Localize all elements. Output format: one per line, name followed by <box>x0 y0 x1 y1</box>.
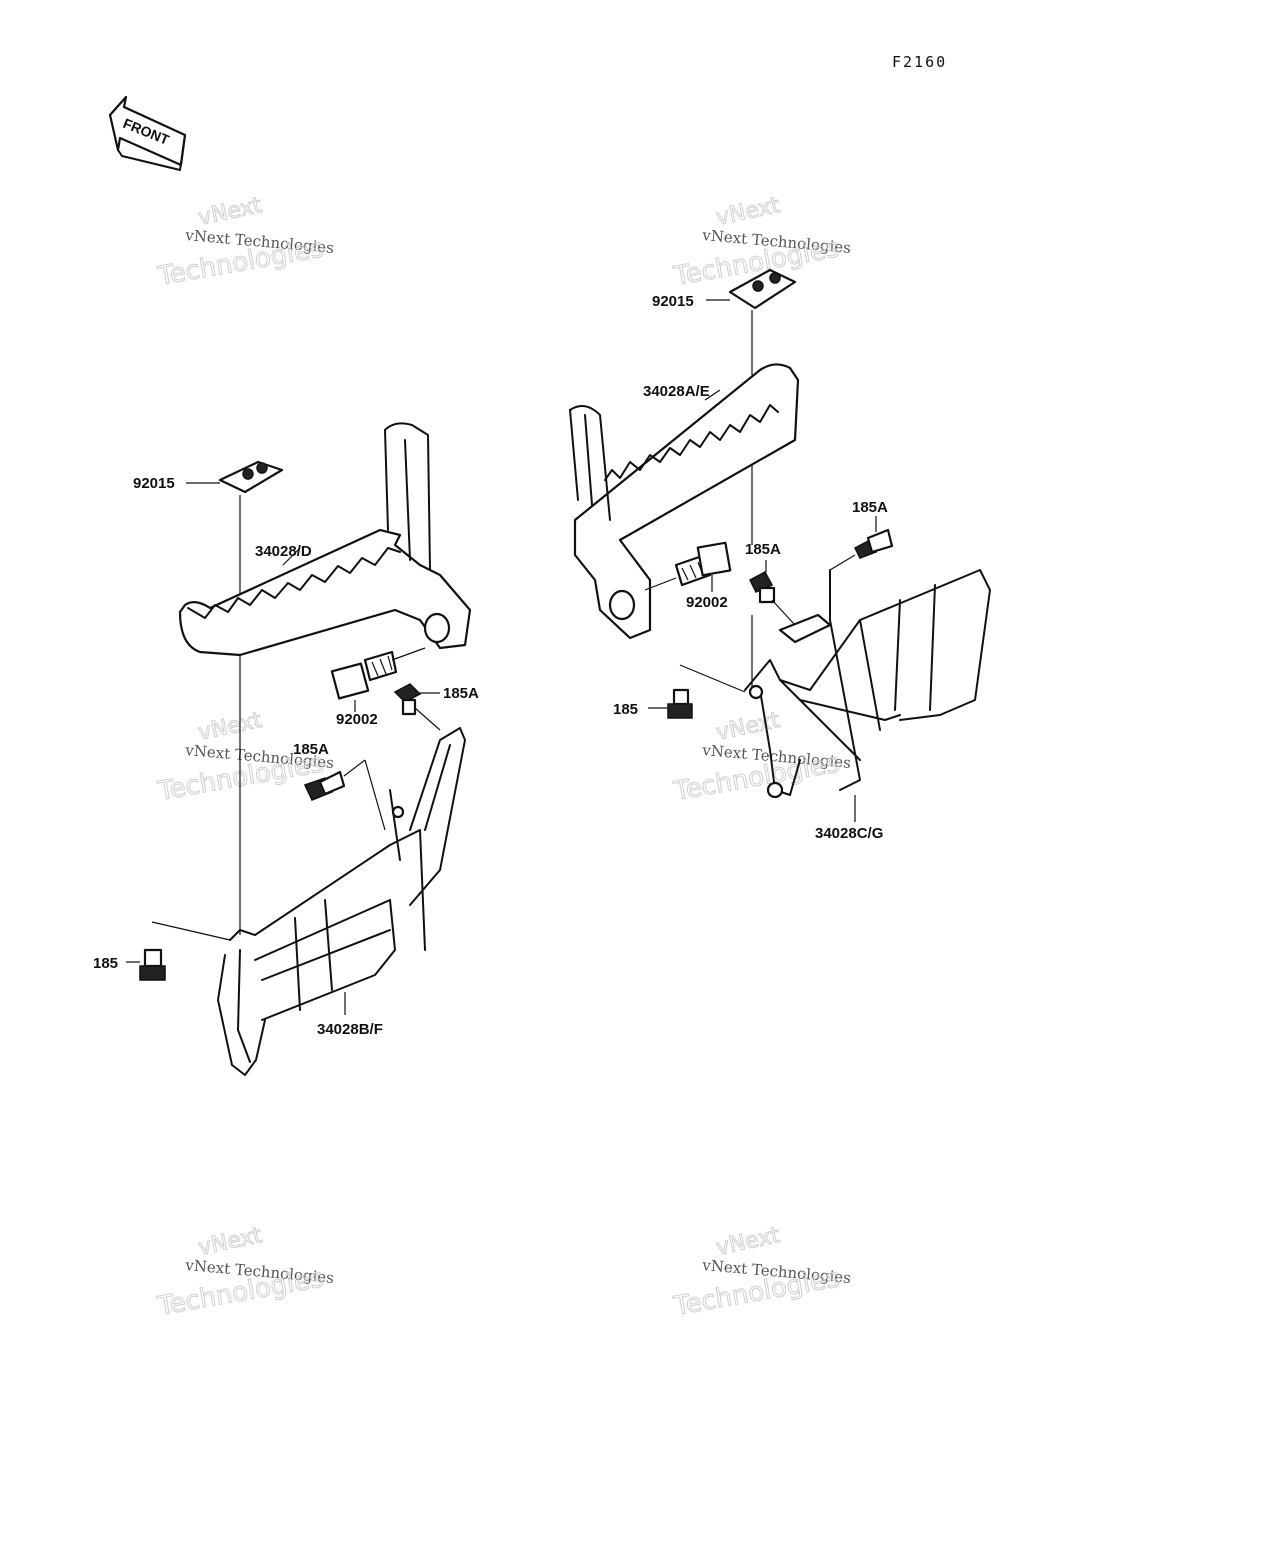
right-label-pad: 92015 <box>652 293 694 310</box>
watermark-mid-right: vNext vNext Technologies Technologies <box>671 707 852 807</box>
right-label-bolt-upper: 185A <box>852 499 888 516</box>
right-label-footpeg: 34028A/E <box>643 383 710 400</box>
svg-text:vNext: vNext <box>714 1223 782 1261</box>
left-label-bolt-side: 185 <box>93 955 118 972</box>
svg-text:vNext: vNext <box>196 708 264 746</box>
left-label-pad: 92015 <box>133 475 175 492</box>
right-bolt-92002 <box>644 541 732 592</box>
svg-text:vNext: vNext <box>196 193 264 231</box>
svg-text:vNext: vNext <box>714 708 782 746</box>
right-assembly: 92015 34028A/E 92002 185A 185A 185 34028… <box>569 268 991 842</box>
left-label-bolt-main: 92002 <box>336 711 378 728</box>
right-guard <box>744 569 991 822</box>
left-label-bolt-upper: 185A <box>443 685 479 702</box>
left-bolt-185a-upper <box>393 683 441 731</box>
left-bolt-185 <box>126 921 231 981</box>
left-bolt-185a-lower <box>303 759 386 831</box>
left-rubber-pad <box>186 460 284 494</box>
left-label-guard: 34028B/F <box>317 1021 383 1038</box>
right-label-bolt-main: 92002 <box>686 594 728 611</box>
svg-text:vNext: vNext <box>196 1223 264 1261</box>
left-bolt-92002 <box>330 647 426 712</box>
right-label-guard: 34028C/G <box>815 825 883 842</box>
diagram-code: F2160 <box>892 53 947 71</box>
watermark-bottom-right: vNext vNext Technologies Technologies <box>671 1222 852 1322</box>
svg-text:vNext: vNext <box>714 193 782 231</box>
left-label-footpeg: 34028/D <box>255 543 312 560</box>
right-bolt-185a-upper <box>829 516 894 571</box>
left-label-bolt-lower: 185A <box>293 741 329 758</box>
right-label-bolt-lower: 185A <box>745 541 781 558</box>
front-arrow-icon: FRONT <box>108 95 187 171</box>
left-footpeg <box>178 422 472 657</box>
left-guard <box>217 727 466 1076</box>
left-assembly: 92015 34028/D 92002 185A 185A 185 34028B… <box>93 422 479 1076</box>
right-label-bolt-side: 185 <box>613 701 638 718</box>
watermark-bottom-left: vNext vNext Technologies Technologies <box>155 1222 335 1322</box>
right-footpeg <box>569 363 800 640</box>
right-bolt-185a-lower <box>749 560 796 626</box>
watermark-top-left: vNext vNext Technologies Technologies <box>155 192 335 292</box>
right-bolt-185 <box>648 664 746 719</box>
right-rubber-pad <box>706 268 797 310</box>
